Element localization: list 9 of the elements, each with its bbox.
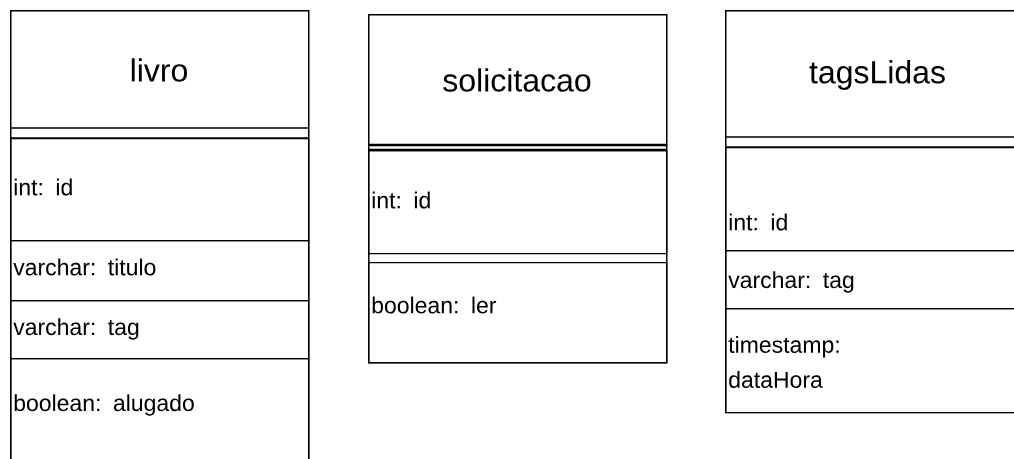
table-row: int: id bbox=[10, 138, 310, 242]
table-row: int: id bbox=[725, 147, 1014, 252]
table-row: varchar: tag bbox=[725, 250, 1014, 310]
table-row: boolean: alugado bbox=[10, 358, 310, 459]
table-row: timestamp: dataHora bbox=[725, 308, 1014, 414]
table-row: boolean: ler bbox=[368, 262, 668, 364]
table-row: varchar: titulo bbox=[10, 240, 310, 302]
table-row: int: id bbox=[368, 150, 668, 255]
table-row: varchar: tag bbox=[10, 300, 310, 360]
